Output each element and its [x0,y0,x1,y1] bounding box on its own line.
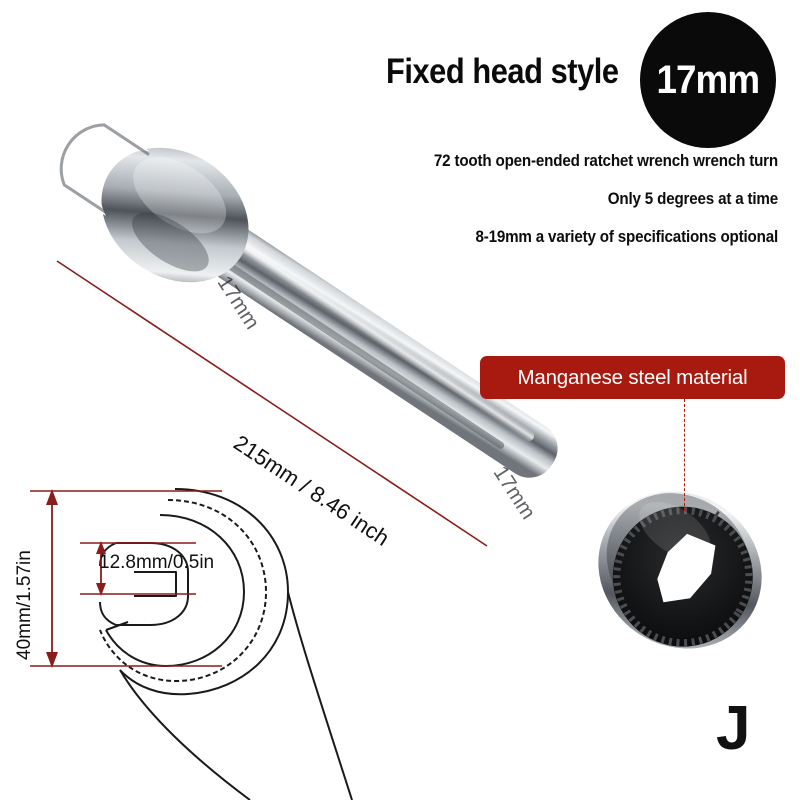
size-badge: 17mm [640,12,776,148]
page-title: Fixed head style [386,52,619,91]
watermark-letter: J [716,694,751,763]
shaft-stamp-open-end: 17mm [212,272,264,334]
feature-item: Only 5 degrees at a time [607,190,778,208]
length-dimension-label: 215mm / 8.46 inch [229,430,394,551]
head-height-dimension-label: 40mm/1.57in [14,550,35,660]
material-callout: Manganese steel material [480,356,785,399]
feature-item: 72 tooth open-ended ratchet wrench wrenc… [433,152,778,170]
shaft-stamp-box-end: 17mm [488,462,540,524]
callout-leader-line [684,399,685,511]
opening-dimension-label: 12.8mm/0.5in [99,552,215,573]
feature-list: 72 tooth open-ended ratchet wrench wrenc… [348,152,778,266]
feature-item: 8-19mm a variety of specifications optio… [475,228,778,246]
size-badge-label: 17mm [656,58,761,102]
material-callout-label: Manganese steel material [517,365,748,389]
